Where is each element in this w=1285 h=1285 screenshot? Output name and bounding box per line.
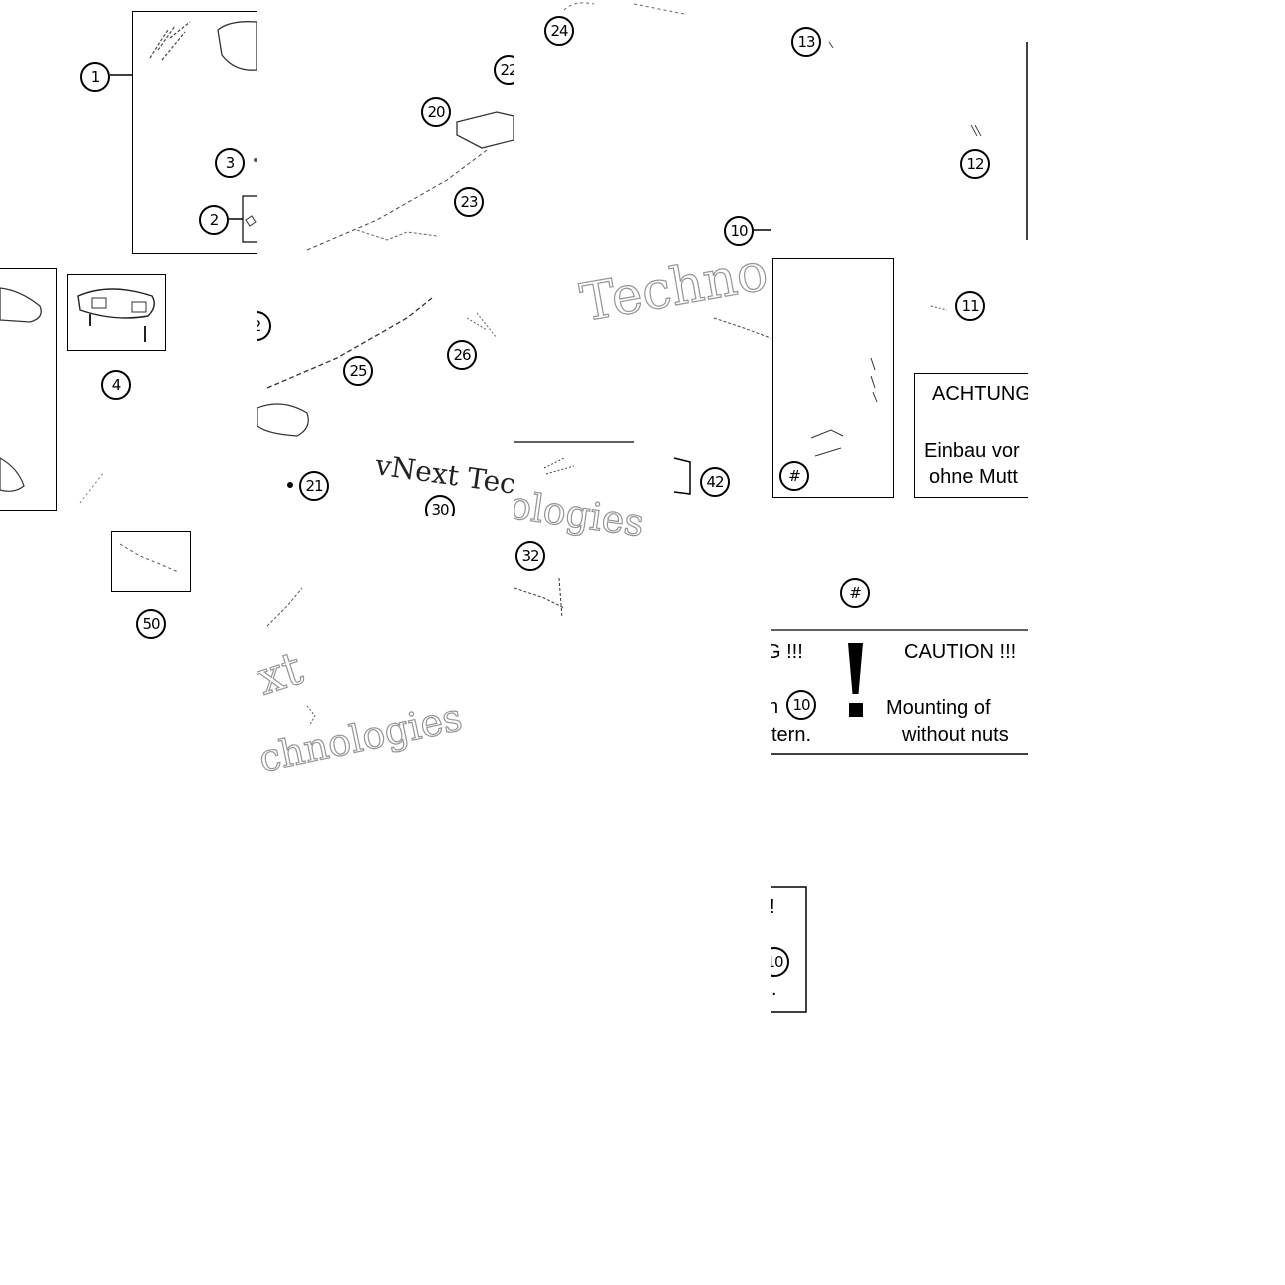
caution-line-1: Mounting of [886,697,991,719]
bracket-sketch [514,317,771,619]
fastener-sketch [828,41,1028,240]
callout-21: 21 [299,471,329,501]
rack-sketch [306,111,514,251]
callout-24: 24 [544,16,574,46]
achtung-line-2: ohne Mutt [929,466,1018,488]
callout-3: 3 [215,148,245,178]
assembly-sketch [110,21,257,243]
achtung-line-1: Einbau vor [924,440,1020,462]
callout-22: 22 [494,55,514,85]
detail-sketch [810,305,948,457]
diagram-tile-lower-fragment: ! 10 . [771,886,807,1014]
assembly-frame-left [0,268,57,511]
callout-4: 4 [101,370,131,400]
callout-25: 25 [343,356,373,386]
diagram-tile-lower-center: xt chnologies [257,516,514,774]
exclamation-icon [848,643,863,694]
achtung-title: ACHTUNG [932,383,1028,405]
detail-frame [772,258,894,498]
callout-50: 50 [136,609,166,639]
callout-26: 26 [447,340,477,370]
diagram-tile-center: 2 25 26 21 30 vNext Tec [257,258,514,516]
callout-32: 32 [515,541,545,571]
diagram-tile-top-left: 1 3 2 [0,0,257,258]
diagram-tile-center-right: Techno ologies 31 42 32 [514,258,771,644]
assembly-frame-50 [111,531,191,592]
callout-hash-warning: # [840,578,870,608]
diagram-tile-top-middle: 22 20 23 [257,0,514,258]
diagram-tile-top-right: 13 12 [771,0,1028,258]
callout-10-warning: 10 [786,690,816,720]
callout-30: 30 [425,495,455,516]
diagram-tile-warning: # G !!! n 10 tern. CAUTION !!! Mounting … [771,516,1028,774]
diagram-tile-top-right-center: 24 10 [514,0,771,258]
callout-20: 20 [421,97,451,127]
seat-sketch [0,287,179,573]
clamp-sketch [563,2,771,231]
callout-11: 11 [955,291,985,321]
callout-12: 12 [960,149,990,179]
diagram-tile-right-middle: 11 # ACHTUNG Einbau vor ohne Mutt [771,258,1028,516]
lower-fragment-line-2: . [771,978,777,1000]
callout-1: 1 [80,62,110,92]
callout-23: 23 [454,187,484,217]
diagram-tile-left-middle: 4 50 [0,258,257,644]
callout-hash-detail: # [779,461,809,491]
caution-title: CAUTION !!! [904,641,1017,663]
exclamation-dot [849,703,863,717]
callout-13: 13 [791,27,821,57]
warning-fragment-line-2: tern. [771,724,812,746]
fragment-box [771,886,807,1013]
warning-fragment-line-1: n [771,696,779,718]
warning-fragment-title: G !!! [771,641,803,663]
warning-rules [771,629,1028,755]
callout-2: 2 [199,205,229,235]
bolt-sketch [266,587,316,727]
lower-fragment-title: ! [771,896,775,919]
achtung-box [914,373,1028,498]
callout-10: 10 [724,216,754,246]
callout-42: 42 [700,467,730,497]
caution-line-2: without nuts [902,724,1009,746]
assembly-frame-1 [132,11,257,254]
assembly-frame-4 [67,274,166,351]
bar-sketch [257,297,498,488]
